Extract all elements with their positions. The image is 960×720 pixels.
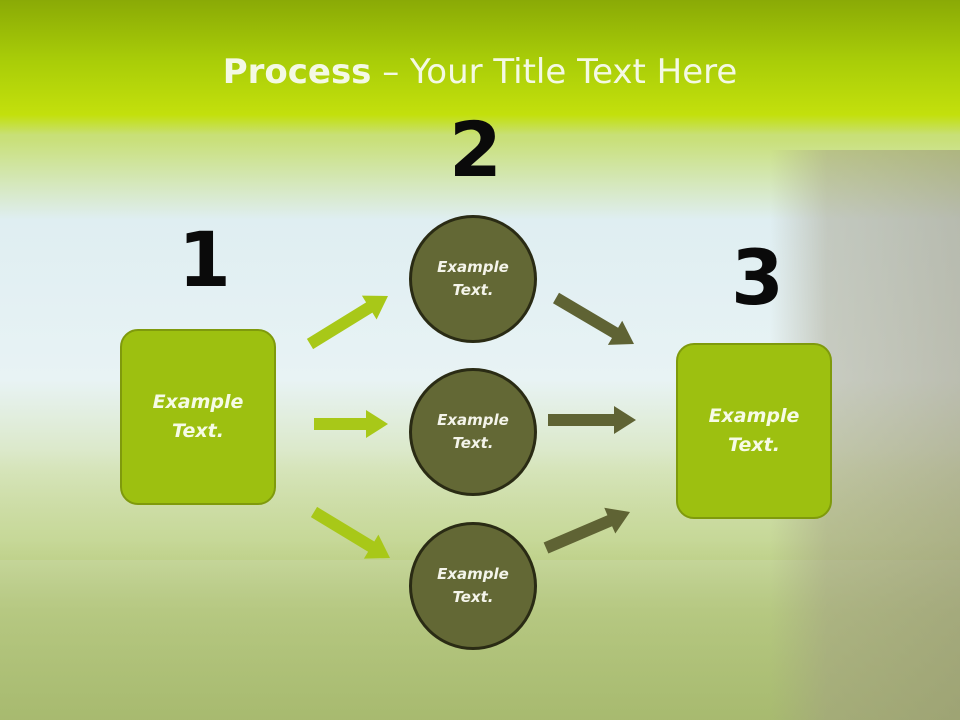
slide-title: Process – Your Title Text Here [0, 52, 960, 92]
middle-node-top-text: Example Text. [437, 258, 509, 299]
step-number-3: 3 [731, 233, 784, 322]
step-1-box[interactable]: Example Text. [120, 329, 276, 505]
arrow-top-to-3 [553, 292, 634, 345]
title-rest: – Your Title Text Here [371, 52, 738, 92]
step-3-box-text: Example Text. [708, 405, 800, 456]
arrow-1-to-top [306, 295, 388, 350]
middle-node-top[interactable]: Example Text. [409, 215, 537, 343]
step-number-2: 2 [449, 105, 502, 194]
arrow-bottom-to-3 [543, 507, 630, 554]
header-bar [0, 0, 960, 135]
middle-node-center[interactable]: Example Text. [409, 368, 537, 496]
middle-node-center-text: Example Text. [437, 411, 509, 452]
middle-node-bottom-text: Example Text. [437, 565, 509, 606]
step-number-1: 1 [178, 215, 231, 304]
middle-node-bottom[interactable]: Example Text. [409, 522, 537, 650]
arrow-1-to-bottom [310, 506, 390, 559]
step-3-box[interactable]: Example Text. [676, 343, 832, 519]
title-bold: Process [222, 52, 372, 92]
arrow-1-to-center [314, 410, 388, 438]
step-1-box-text: Example Text. [152, 391, 244, 442]
arrow-center-to-3 [548, 406, 636, 434]
